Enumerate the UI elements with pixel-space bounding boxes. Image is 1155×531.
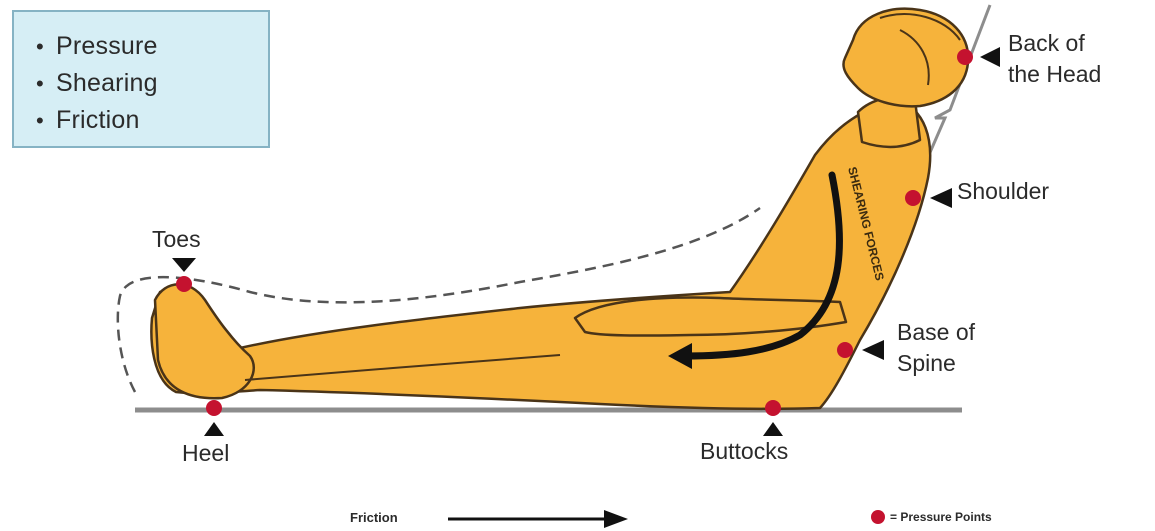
pressure-points-footer-label: = Pressure Points [890,510,992,524]
label-heel: Heel [182,438,229,469]
legend-list: Pressure Shearing Friction [14,12,268,139]
legend-item-friction: Friction [56,102,268,139]
label-buttocks: Buttocks [700,436,788,467]
label-back-of-head-line2: the Head [1008,59,1101,90]
pointer-triangle-icon [862,340,884,360]
pressure-point-dot-icon [765,400,781,416]
legend-item-shearing: Shearing [56,65,268,102]
label-base-of-spine-line2: Spine [897,348,975,379]
pressure-point-dot-icon [176,276,192,292]
friction-footer-label: Friction [350,510,398,525]
label-base-of-spine-line1: Base of [897,317,975,348]
pointer-triangle-icon [204,422,224,436]
label-base-of-spine: Base of Spine [897,317,975,379]
label-back-of-head: Back of the Head [1008,28,1101,90]
pressure-point-legend-dot-icon [871,510,885,524]
label-toes: Toes [152,224,201,255]
legend-box: Pressure Shearing Friction [12,10,270,148]
pointer-triangle-icon [930,188,952,208]
pressure-point-dot-icon [206,400,222,416]
label-back-of-head-line1: Back of [1008,28,1101,59]
pressure-point-dot-icon [837,342,853,358]
friction-arrow-icon [448,510,628,528]
pointer-triangle-icon [763,422,783,436]
label-shoulder: Shoulder [957,176,1049,207]
legend-item-pressure: Pressure [56,28,268,65]
pointer-triangle-icon [172,258,196,272]
pointer-triangle-icon [980,47,1000,67]
pressure-point-dot-icon [905,190,921,206]
pressure-point-dot-icon [957,49,973,65]
